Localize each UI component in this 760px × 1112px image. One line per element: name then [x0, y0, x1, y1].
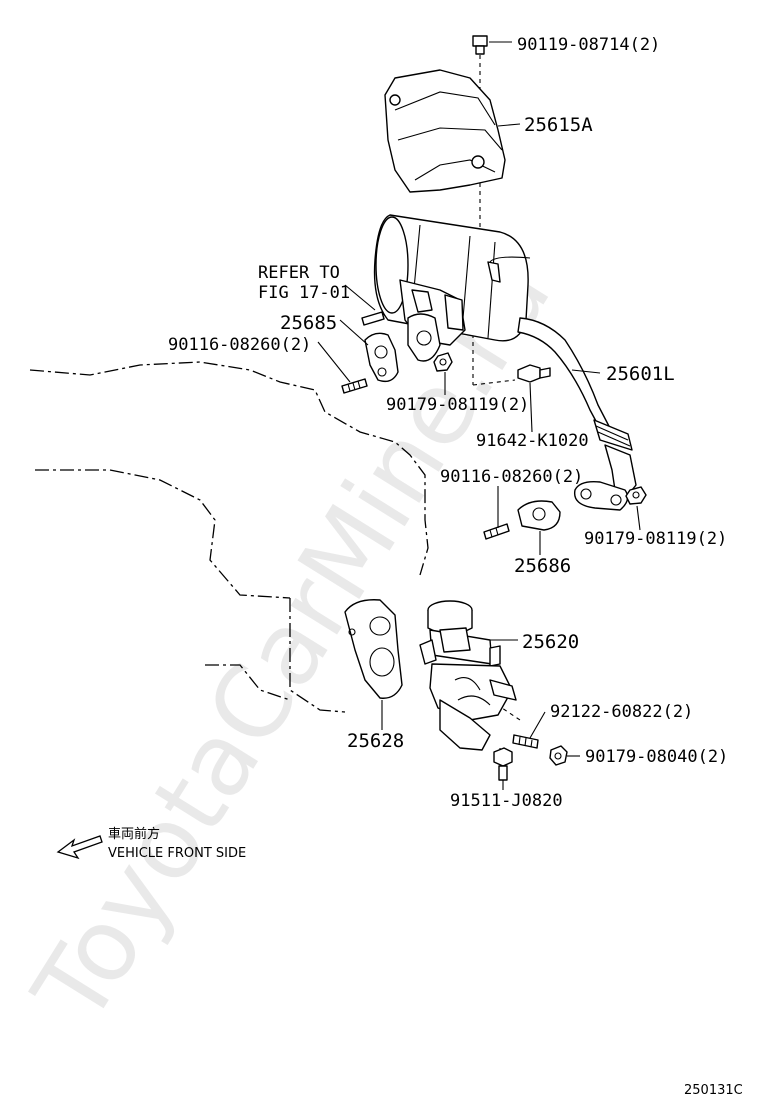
label-gasket-25686: 25686: [514, 555, 571, 577]
label-nut-pipe: 90179-08119(2): [584, 529, 727, 549]
leader-lines: [317, 41, 641, 790]
label-refer-fig: FIG 17-01: [258, 283, 350, 303]
egr-valve-25620[interactable]: [419, 600, 517, 751]
label-stud-mid: 90116-08260(2): [440, 467, 583, 487]
bolt-91511-j0820[interactable]: [493, 747, 513, 781]
bolt-90119-08714[interactable]: [472, 35, 488, 55]
egr-cooler-25601l[interactable]: [373, 214, 637, 511]
label-stud-valve: 92122-60822(2): [550, 702, 693, 722]
label-heat-insulator: 25615A: [524, 114, 593, 136]
label-egr-cooler: 25601L: [606, 363, 675, 385]
label-gasket-25628: 25628: [347, 730, 404, 752]
gasket-25628[interactable]: [344, 599, 403, 699]
figure-code: 250131C: [684, 1083, 743, 1098]
label-bolt-90119-08714: 90119-08714(2): [517, 35, 660, 55]
label-clamp-bolt: 91642-K1020: [476, 431, 589, 451]
callout-labels: 90119-08714(2) 25615A REFER TO FIG 17-01…: [168, 35, 728, 811]
gasket-25685[interactable]: [364, 332, 399, 383]
stud-90116-08260-mid[interactable]: [483, 523, 510, 540]
nut-90179-08040[interactable]: [549, 745, 568, 766]
label-gasket-25685: 25685: [280, 312, 337, 334]
label-stud-left: 90116-08260(2): [168, 335, 311, 355]
gasket-25686[interactable]: [517, 500, 561, 531]
engine-block-outline: [29, 361, 429, 713]
legend-english-text: VEHICLE FRONT SIDE: [108, 846, 246, 861]
label-bolt-valve: 91511-J0820: [450, 791, 563, 811]
label-refer-to: REFER TO: [258, 263, 340, 283]
stud-92122-60822[interactable]: [512, 734, 539, 749]
nut-90179-08119-pipe[interactable]: [625, 486, 647, 505]
stud-90116-08260-left[interactable]: [341, 378, 368, 394]
arrow-left-icon: [56, 835, 103, 860]
legend-japanese-text: 車両前方: [108, 826, 160, 842]
inlet-flange-gasket: [407, 313, 441, 362]
nut-90179-08119-cooler[interactable]: [433, 352, 453, 372]
bolt-91642-k1020[interactable]: [517, 364, 551, 383]
stud-refer-fig: [361, 311, 385, 326]
label-nut-valve: 90179-08040(2): [585, 747, 728, 767]
vehicle-front-legend: 車両前方 VEHICLE FRONT SIDE: [56, 826, 246, 861]
label-nut-cooler: 90179-08119(2): [386, 395, 529, 415]
heat-insulator-25615a[interactable]: [384, 69, 506, 193]
label-egr-valve: 25620: [522, 631, 579, 653]
